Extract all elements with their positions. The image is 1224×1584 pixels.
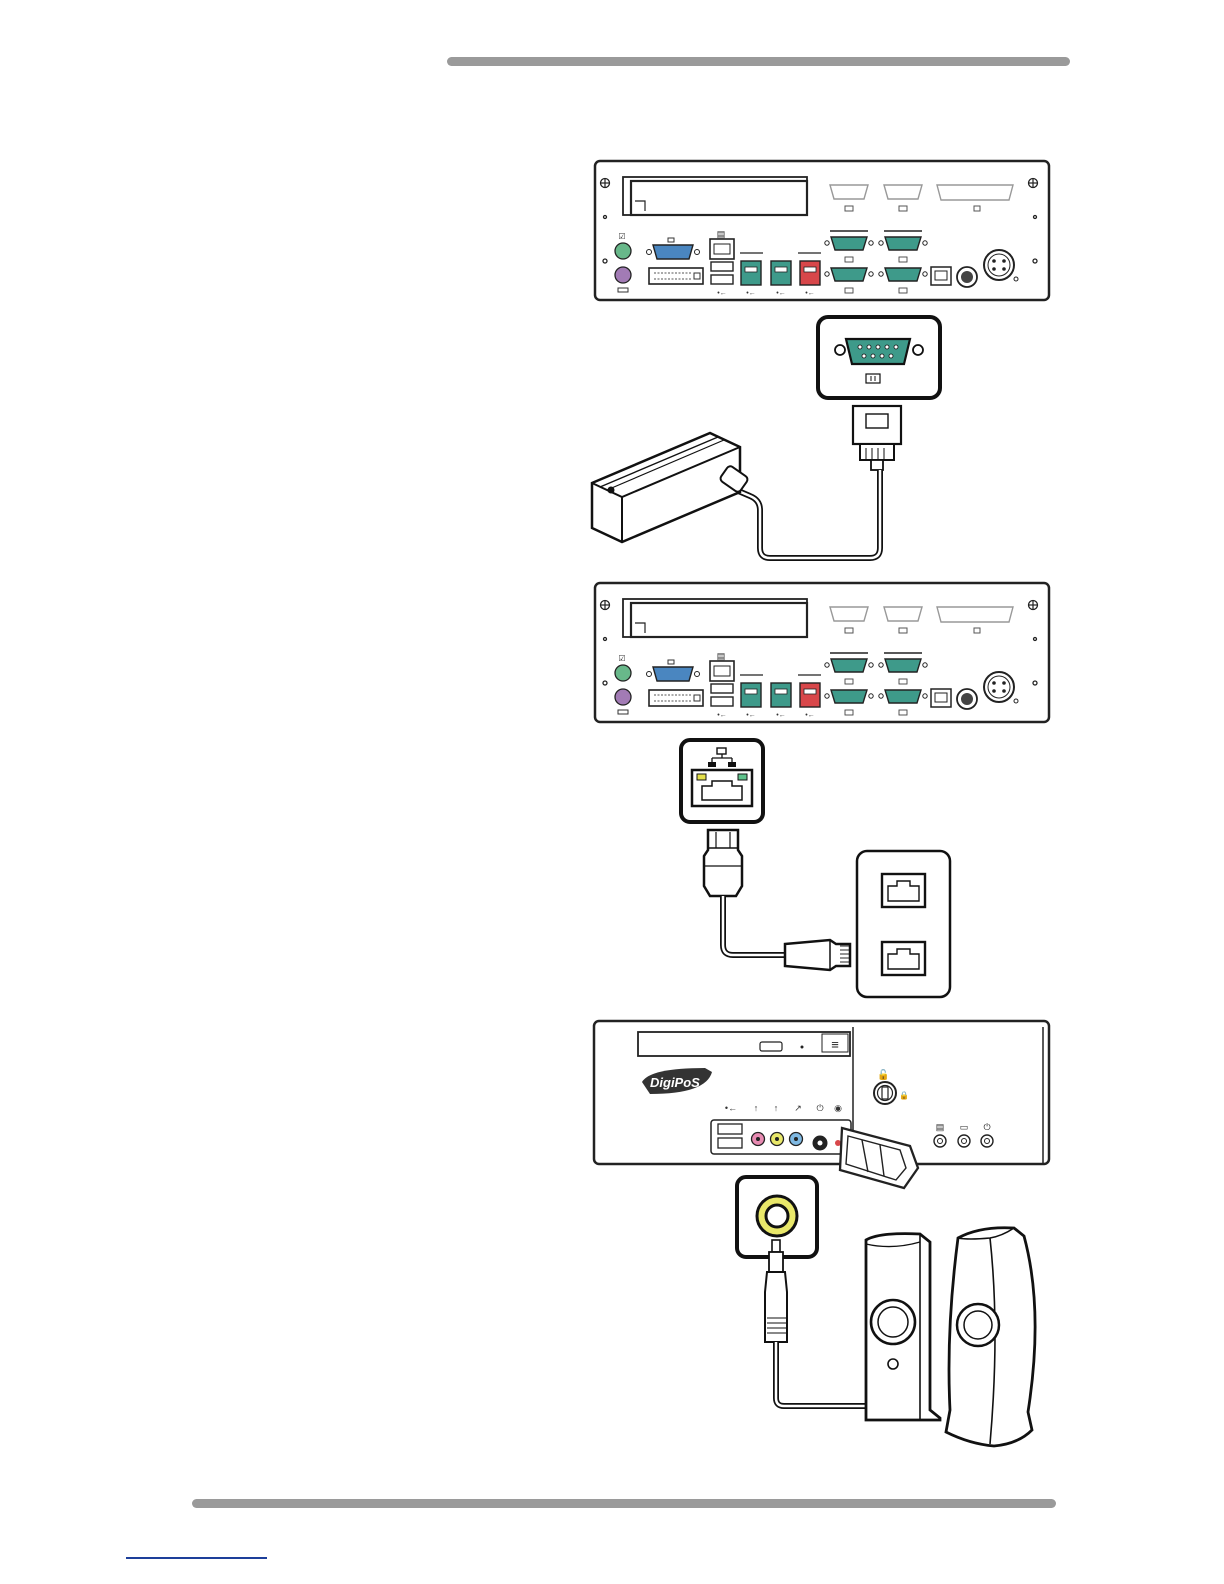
svg-text:🔓: 🔓	[877, 1068, 889, 1081]
magnetic-stripe-reader	[592, 433, 880, 558]
network-wall-jack	[857, 851, 950, 997]
footer-link-underline[interactable]	[126, 1556, 267, 1559]
svg-text:⏻: ⏻	[983, 1122, 990, 1132]
svg-text:•←: •←	[725, 1103, 737, 1113]
speakers	[866, 1228, 1035, 1446]
footer-rule	[192, 1499, 1056, 1508]
svg-text:⏻: ⏻	[816, 1103, 823, 1113]
rj45-plug	[704, 830, 850, 970]
svg-text:🔒: 🔒	[899, 1091, 909, 1100]
rear-panel-figure-2	[595, 583, 1049, 722]
com-port-callout	[818, 317, 940, 398]
rear-panel-figure-1	[595, 161, 1049, 300]
front-panel: ≡ DigiPoS •← ↑ ↑ ↗ ⏻ ◉ 🔓 🔒 ▤ ▭ ⏻	[594, 1021, 1049, 1188]
svg-text:▤: ▤	[936, 1122, 945, 1132]
rj45-port-callout	[681, 740, 763, 822]
brand-logo: DigiPoS	[650, 1075, 700, 1090]
svg-text:↑: ↑	[774, 1103, 779, 1113]
db9-connector	[853, 406, 901, 470]
svg-text:↗: ↗	[794, 1103, 802, 1113]
svg-text:◉: ◉	[834, 1103, 842, 1113]
svg-text:↑: ↑	[754, 1103, 759, 1113]
svg-text:▭: ▭	[960, 1122, 969, 1132]
svg-text:≡: ≡	[831, 1037, 839, 1052]
stereo-plug	[765, 1240, 866, 1406]
